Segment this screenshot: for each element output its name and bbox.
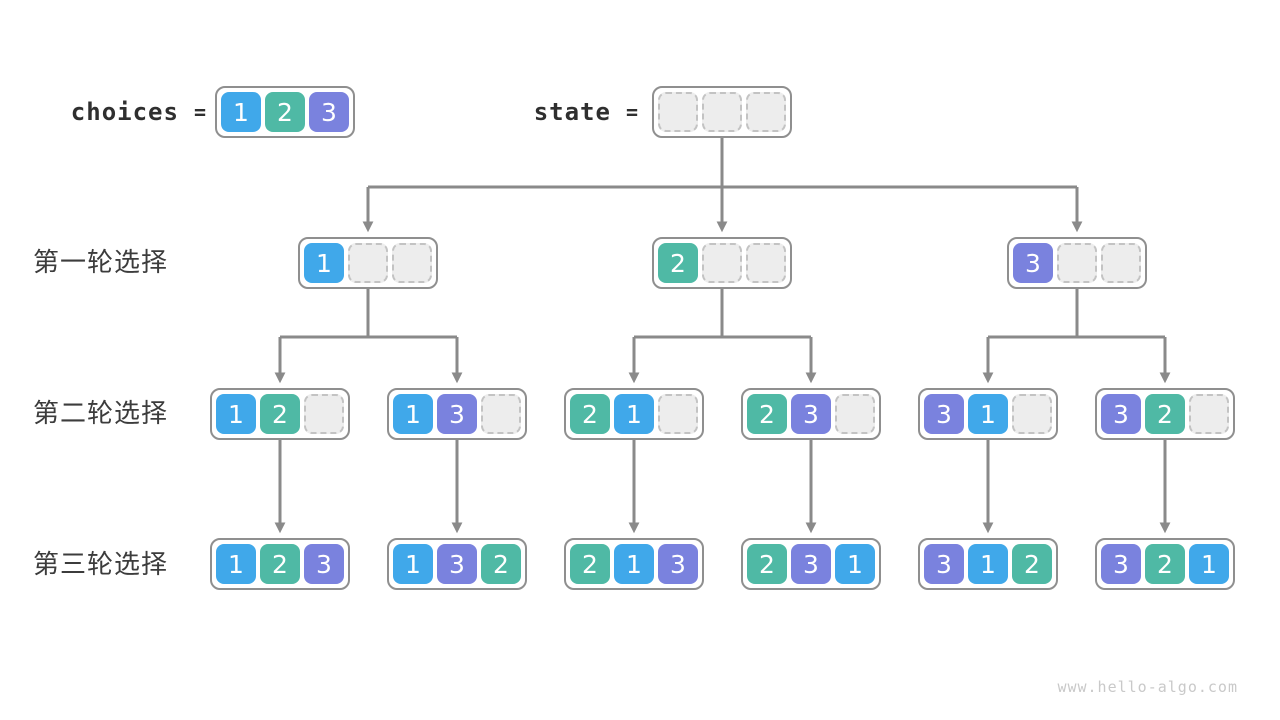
choice-cell-2: 2 [658, 243, 698, 283]
empty-slot [304, 394, 344, 434]
empty-slot [1101, 243, 1141, 283]
state-label: state [533, 98, 611, 126]
choice-cell-1: 1 [216, 544, 256, 584]
empty-slot [392, 243, 432, 283]
choice-cell-2: 2 [570, 394, 610, 434]
watermark: www.hello-algo.com [1057, 678, 1238, 696]
round-label-1: 第一轮选择 [33, 247, 169, 277]
empty-slot [481, 394, 521, 434]
state-expression: state = [458, 95, 638, 129]
choice-cell-2: 2 [570, 544, 610, 584]
choice-cell-3: 3 [791, 394, 831, 434]
choice-cell-3: 3 [924, 394, 964, 434]
choice-cell-1: 1 [614, 544, 654, 584]
empty-slot [746, 243, 786, 283]
choice-cell-3: 3 [1101, 394, 1141, 434]
state-node-r1-1: 1 [298, 237, 438, 289]
equals-sign: = [625, 100, 638, 124]
choice-cell-1: 1 [393, 544, 433, 584]
choice-cell-3: 3 [924, 544, 964, 584]
choice-cell-2: 2 [747, 544, 787, 584]
choice-cell-3: 3 [309, 92, 349, 132]
choice-cell-2: 2 [265, 92, 305, 132]
choice-cell-3: 3 [1013, 243, 1053, 283]
state-node-r1-2: 2 [652, 237, 792, 289]
round-label-2: 第二轮选择 [33, 398, 169, 428]
empty-slot [1189, 394, 1229, 434]
choice-cell-1: 1 [221, 92, 261, 132]
empty-slot [1057, 243, 1097, 283]
equals-sign: = [193, 100, 206, 124]
choice-cell-1: 1 [835, 544, 875, 584]
choice-cell-1: 1 [304, 243, 344, 283]
empty-slot [702, 92, 742, 132]
choice-cell-1: 1 [968, 544, 1008, 584]
choice-cell-3: 3 [437, 544, 477, 584]
empty-slot [835, 394, 875, 434]
choice-cell-3: 3 [304, 544, 344, 584]
state-node-state [652, 86, 792, 138]
empty-slot [658, 394, 698, 434]
choice-cell-2: 2 [747, 394, 787, 434]
choice-cell-3: 3 [658, 544, 698, 584]
choice-cell-1: 1 [216, 394, 256, 434]
choice-cell-1: 1 [393, 394, 433, 434]
choice-cell-1: 1 [614, 394, 654, 434]
choices-expression: choices = [20, 95, 206, 129]
choice-cell-1: 1 [968, 394, 1008, 434]
empty-slot [746, 92, 786, 132]
empty-slot [1012, 394, 1052, 434]
choice-cell-2: 2 [1145, 394, 1185, 434]
empty-slot [348, 243, 388, 283]
choice-cell-1: 1 [1189, 544, 1229, 584]
choice-cell-2: 2 [260, 544, 300, 584]
choices-label: choices [70, 98, 179, 126]
round-label-3: 第三轮选择 [33, 549, 169, 579]
choice-cell-3: 3 [437, 394, 477, 434]
empty-slot [702, 243, 742, 283]
empty-slot [658, 92, 698, 132]
choice-cell-3: 3 [1101, 544, 1141, 584]
choice-cell-2: 2 [1145, 544, 1185, 584]
state-node-r1-3: 3 [1007, 237, 1147, 289]
choice-cell-2: 2 [481, 544, 521, 584]
choice-cell-3: 3 [791, 544, 831, 584]
choice-cell-2: 2 [1012, 544, 1052, 584]
choice-cell-2: 2 [260, 394, 300, 434]
